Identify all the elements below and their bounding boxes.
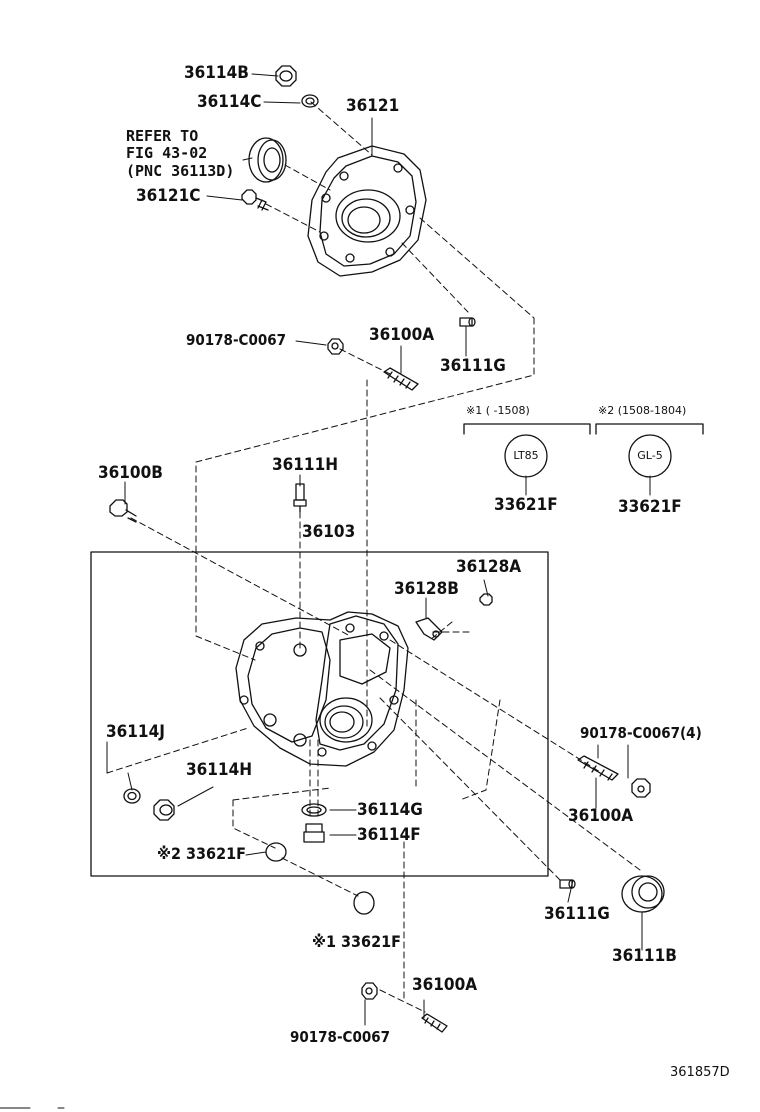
label-36114F: 36114F	[357, 825, 421, 845]
label-36114H: 36114H	[186, 760, 253, 780]
label-36114B: 36114B	[184, 63, 249, 83]
label-36128B: 36128B	[394, 579, 459, 599]
leader-lines	[106, 73, 651, 1026]
dashed-guides	[106, 101, 641, 1013]
stud-bottom-icon	[421, 1013, 448, 1033]
assembly-frame	[90, 551, 549, 877]
gasket-36114J-icon	[123, 788, 141, 804]
label-36100A-right: 36100A	[568, 806, 634, 826]
label-36111G-bottom: 36111G	[544, 904, 610, 924]
stud-top-icon	[383, 367, 419, 391]
sticker-33621F-note1-icon	[353, 891, 375, 915]
gasket-36114G-icon	[301, 803, 327, 817]
label-90178-right: 90178-C0067(4)	[580, 724, 702, 742]
stud-right-icon	[577, 755, 619, 781]
label-36111B: 36111B	[612, 946, 677, 966]
bolt-36100B-icon	[109, 499, 137, 523]
label-33621F-note2: ※2 33621F	[157, 844, 246, 863]
vent-36111H-icon	[293, 483, 307, 513]
label-refer-note: REFER TO FIG 43-02 (PNC 36113D)	[126, 127, 235, 180]
pin-36111G-top-icon	[459, 317, 476, 327]
label-36121: 36121	[346, 96, 400, 116]
label-33621F-b: 33621F	[618, 497, 682, 517]
label-36100A-top: 36100A	[369, 325, 435, 345]
oil-seal-top-icon	[248, 137, 287, 183]
bolt-36128A-icon	[479, 593, 493, 606]
label-36114G: 36114G	[357, 800, 423, 820]
plug-36114B-icon	[275, 65, 297, 87]
note2-header: ※2 (1508-1804)	[598, 404, 687, 417]
nut-top-icon	[327, 338, 344, 355]
label-36100A-bottom: 36100A	[412, 975, 478, 995]
note-brackets	[463, 423, 704, 435]
sticker-gl5: GL-5	[637, 449, 663, 462]
diagram-id: 361857D	[670, 1065, 730, 1080]
plug-36114H-icon	[153, 799, 175, 821]
label-36103: 36103	[302, 522, 356, 542]
oil-seal-36111B-icon	[621, 875, 665, 913]
label-36111H: 36111H	[272, 455, 339, 475]
label-33621F-note1: ※1 33621F	[312, 932, 401, 951]
bracket-36128B-icon	[415, 617, 443, 641]
label-36114C: 36114C	[197, 92, 262, 112]
plug-36114F-icon	[303, 823, 325, 843]
nut-right-icon	[631, 778, 651, 798]
sticker-circles	[504, 434, 672, 478]
label-90178-bottom: 90178-C0067	[290, 1028, 391, 1046]
label-36121C: 36121C	[136, 186, 201, 206]
pin-36111G-bottom-icon	[559, 879, 576, 889]
label-90178-top: 90178-C0067	[186, 331, 287, 349]
label-33621F-a: 33621F	[494, 495, 558, 515]
nut-bottom-icon	[361, 982, 378, 1000]
label-36114J: 36114J	[106, 722, 165, 742]
sticker-lt85: LT85	[513, 449, 539, 462]
bolt-36121C-icon	[241, 189, 269, 211]
label-36128A: 36128A	[456, 557, 522, 577]
gasket-36114C-icon	[301, 94, 319, 108]
note1-header: ※1 ( -1508)	[466, 404, 530, 417]
retainer-36121-icon	[307, 145, 427, 277]
label-36100B: 36100B	[98, 463, 163, 483]
transfer-case-36103-icon	[235, 611, 409, 767]
sticker-33621F-note2-icon	[265, 842, 287, 862]
label-36111G-top: 36111G	[440, 356, 506, 376]
